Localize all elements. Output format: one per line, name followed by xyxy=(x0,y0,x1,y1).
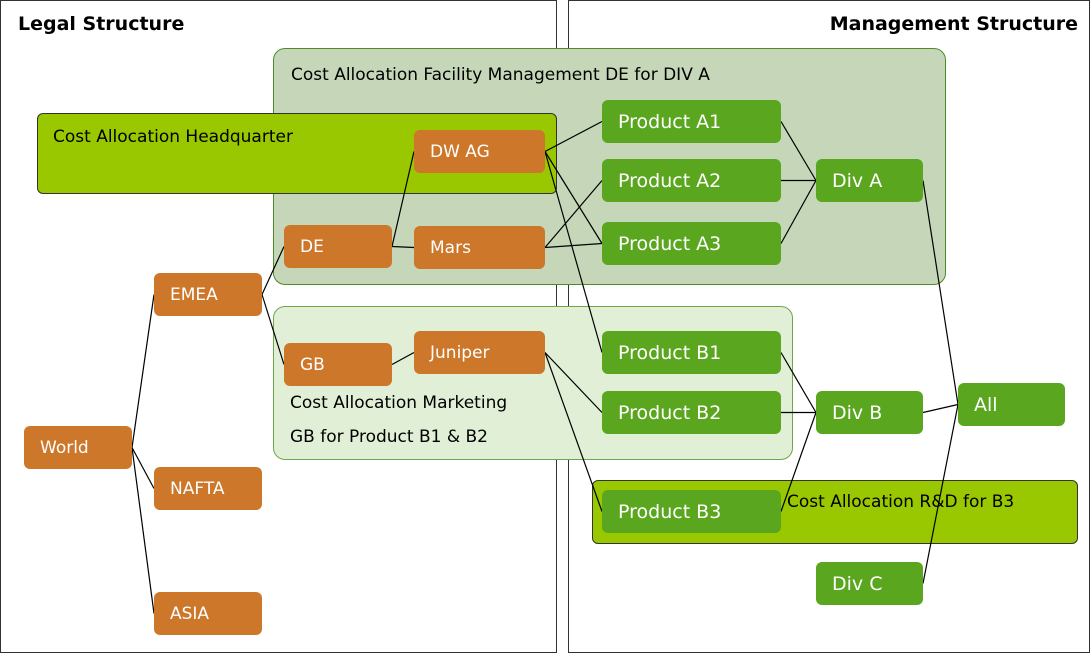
edge-world-nafta xyxy=(131,447,155,489)
node-product-b2[interactable]: Product B2 xyxy=(602,391,781,434)
node-nafta[interactable]: NAFTA xyxy=(154,467,262,510)
edge-juniper-b3 xyxy=(544,352,603,512)
marketing-label-line1: Cost Allocation Marketing xyxy=(290,393,508,413)
node-dw-ag[interactable]: DW AG xyxy=(414,130,545,173)
node-de[interactable]: DE xyxy=(284,225,392,268)
edge-divc-all xyxy=(922,404,959,584)
legal-structure-title: Legal Structure xyxy=(18,13,185,35)
edge-dwag-b1 xyxy=(544,151,603,353)
node-product-b3[interactable]: Product B3 xyxy=(602,490,781,533)
node-div-a[interactable]: Div A xyxy=(816,159,923,202)
edge-dwag-a3 xyxy=(544,151,603,244)
node-gb[interactable]: GB xyxy=(284,343,392,386)
node-asia[interactable]: ASIA xyxy=(154,592,262,635)
edge-emea-de xyxy=(261,246,285,295)
node-emea[interactable]: EMEA xyxy=(154,273,262,316)
edge-world-emea xyxy=(131,294,155,448)
node-div-b[interactable]: Div B xyxy=(816,391,923,434)
edge-emea-gb xyxy=(261,294,285,365)
node-product-a3[interactable]: Product A3 xyxy=(602,222,781,265)
facility-management-label: Cost Allocation Facility Management DE f… xyxy=(291,65,710,85)
edge-b3-divb xyxy=(780,412,817,512)
node-product-a2[interactable]: Product A2 xyxy=(602,159,781,202)
edge-divb-all xyxy=(922,403,959,414)
management-structure-title: Management Structure xyxy=(829,13,1078,35)
edge-dwag-a1 xyxy=(544,120,603,153)
node-product-a1[interactable]: Product A1 xyxy=(602,100,781,143)
node-div-c[interactable]: Div C xyxy=(816,562,923,605)
node-mars[interactable]: Mars xyxy=(414,226,545,269)
edge-diva-all xyxy=(922,180,959,405)
node-juniper[interactable]: Juniper xyxy=(414,331,545,374)
node-world[interactable]: World xyxy=(24,426,132,469)
edge-b1-divb xyxy=(780,352,817,413)
edge-a1-diva xyxy=(780,121,817,181)
edge-gb-juniper xyxy=(391,351,415,366)
edge-de-dwag xyxy=(391,151,415,247)
marketing-label-line2: GB for Product B1 & B2 xyxy=(290,427,488,447)
edge-mars-a3 xyxy=(544,242,603,249)
edge-a3-diva xyxy=(780,180,817,244)
rnd-label: Cost Allocation R&D for B3 xyxy=(787,492,1015,512)
edge-mars-a2 xyxy=(544,180,603,248)
node-product-b1[interactable]: Product B1 xyxy=(602,331,781,374)
headquarter-label: Cost Allocation Headquarter xyxy=(53,127,293,147)
edge-world-asia xyxy=(131,447,155,614)
edge-de-mars xyxy=(391,245,415,249)
node-all[interactable]: All xyxy=(958,383,1065,426)
edge-juniper-b2 xyxy=(544,352,603,413)
